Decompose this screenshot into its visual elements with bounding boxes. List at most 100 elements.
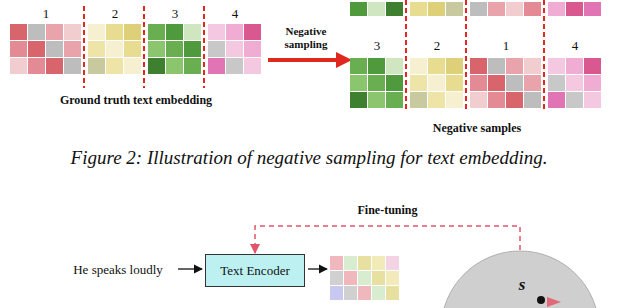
embedding-cell <box>524 92 541 108</box>
embedding-cell <box>208 41 225 57</box>
embedding-cell <box>584 75 601 91</box>
embedding-cell <box>584 92 601 108</box>
embedding-cell <box>344 286 357 300</box>
embedding-cell <box>410 75 427 91</box>
embedding-cell <box>470 2 487 16</box>
embedding-cell <box>226 24 243 40</box>
bird-eye <box>537 296 545 304</box>
embedding-cell <box>226 58 243 74</box>
embedding-cell <box>470 58 487 74</box>
embedding-cell <box>64 41 81 57</box>
embedding-cell <box>124 58 141 74</box>
embedding-cell <box>358 256 371 270</box>
text-label: He speaks loudly <box>73 263 163 278</box>
embedding-cell <box>358 286 371 300</box>
embedding-cell <box>88 24 105 40</box>
embedding-cell <box>64 58 81 74</box>
embedding-cell <box>106 41 123 57</box>
text-label: Ground truth text embedding <box>60 94 212 108</box>
embedding-cell <box>386 92 403 108</box>
embedding-cell <box>548 75 565 91</box>
embedding-cell <box>344 271 357 285</box>
embedding-cell <box>124 41 141 57</box>
embedding-cell <box>386 75 403 91</box>
embedding-cell <box>506 58 523 74</box>
box-title: Text Encoder <box>220 263 289 279</box>
embedding-cell <box>28 24 45 40</box>
embedding-cell <box>46 58 63 74</box>
embedding-cell <box>428 75 445 91</box>
embedding-cell <box>88 41 105 57</box>
embedding-cell <box>368 2 385 16</box>
embedding-cell <box>410 92 427 108</box>
embedding-cell <box>524 75 541 91</box>
embedding-cell <box>344 256 357 270</box>
embedding-cell <box>488 92 505 108</box>
segment-divider <box>203 6 205 88</box>
embedding-cell <box>386 2 403 16</box>
segment-divider <box>83 6 85 88</box>
embedding-cell <box>28 58 45 74</box>
embedding-cell <box>330 271 343 285</box>
embedding-cell <box>10 41 27 57</box>
embedding-cell <box>166 58 183 74</box>
embedding-cell <box>226 41 243 57</box>
embedding-cell <box>350 92 367 108</box>
embedding-cell <box>410 58 427 74</box>
embedding-cell <box>548 92 565 108</box>
embedding-cell <box>372 271 385 285</box>
segment-divider <box>143 6 145 88</box>
embedding-cell <box>106 58 123 74</box>
output-arrow <box>308 268 327 269</box>
embedding-cell <box>372 286 385 300</box>
embedding-cell <box>184 24 201 40</box>
segment-number: 2 <box>434 39 441 54</box>
embedding-cell <box>46 41 63 57</box>
embedding-cell <box>446 92 463 108</box>
embedding-cell <box>524 58 541 74</box>
embedding-cell <box>124 24 141 40</box>
embedding-cell <box>208 58 225 74</box>
sampling-arrow <box>268 58 338 62</box>
embedding-cell <box>148 41 165 57</box>
segment-number: 1 <box>43 7 50 22</box>
segment-number: 4 <box>232 7 239 22</box>
embedding-cell <box>368 75 385 91</box>
text-label: Negative samples <box>433 122 521 136</box>
segment-divider <box>543 0 545 112</box>
embedding-cell <box>386 58 403 74</box>
embedding-cell <box>446 2 463 16</box>
embedding-cell <box>46 24 63 40</box>
segment-divider <box>405 0 407 112</box>
embedding-cell <box>488 58 505 74</box>
embedding-cell <box>488 2 505 16</box>
segment-divider <box>465 0 467 112</box>
embedding-cell <box>166 41 183 57</box>
embedding-cell <box>386 271 399 285</box>
embedding-cell <box>410 2 427 16</box>
embedding-cell <box>350 75 367 91</box>
embedding-cell <box>350 58 367 74</box>
embedding-cell <box>106 24 123 40</box>
embedding-cell <box>64 24 81 40</box>
embedding-cell <box>488 75 505 91</box>
embedding-cell <box>428 92 445 108</box>
text-label: Negative sampling <box>274 25 338 50</box>
embedding-cell <box>584 58 601 74</box>
fine-tuning-connector <box>255 226 520 253</box>
model-circle: s <box>440 250 600 308</box>
embedding-cell <box>166 24 183 40</box>
input-arrow <box>178 268 202 269</box>
embedding-cell <box>372 256 385 270</box>
embedding-cell <box>548 2 565 16</box>
bird-beak <box>547 297 561 307</box>
segment-number: 3 <box>172 7 179 22</box>
embedding-cell <box>470 92 487 108</box>
embedding-cell <box>148 58 165 74</box>
encoder-box: Text Encoder <box>205 254 305 287</box>
embedding-cell <box>428 2 445 16</box>
figure-caption: Figure 2: Illustration of negative sampl… <box>71 147 548 169</box>
embedding-cell <box>470 75 487 91</box>
embedding-cell <box>446 75 463 91</box>
embedding-cell <box>148 24 165 40</box>
